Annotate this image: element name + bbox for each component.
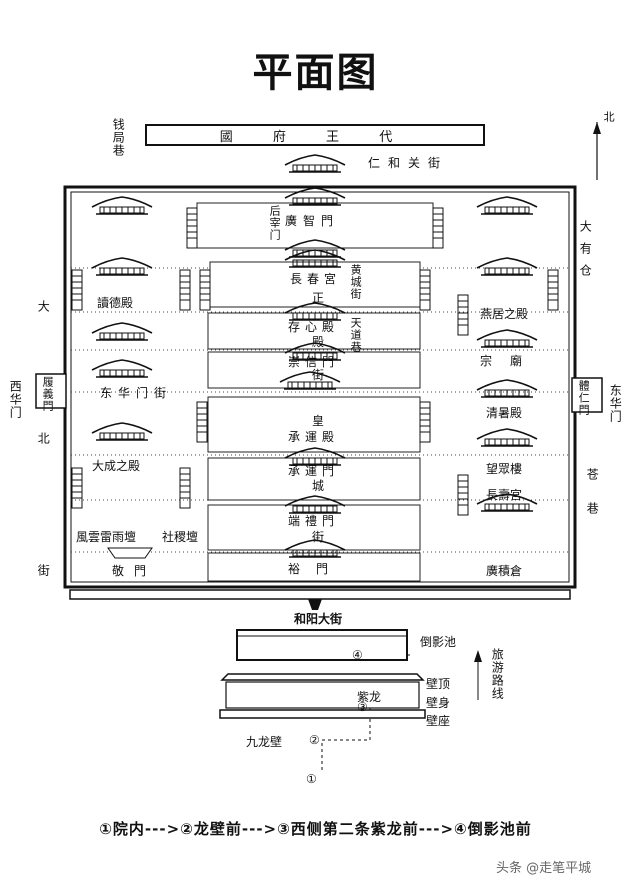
north-label: 北 <box>602 111 616 123</box>
label-xihuamen: 西华门 <box>8 380 23 419</box>
page-title: 平面图 <box>252 50 379 96</box>
label-bizuo: 壁座 <box>426 714 451 728</box>
reflection-pool <box>236 629 408 661</box>
label-cangxiang: 苍巷 <box>585 468 600 536</box>
hall-chengyundian: 承運殿 <box>288 430 340 444</box>
mark-cheng: 城 <box>312 479 325 493</box>
hall-wangzhonglou: 望眾樓 <box>486 462 523 476</box>
hall-chongxinmen: 崇信門 <box>288 355 340 369</box>
route-legend: ①院内--->②龙壁前--->③西侧第二条紫龙前--->④倒影池前 <box>99 820 532 838</box>
label-heyangdajie: 和阳大街 <box>294 612 343 626</box>
route-arrow-icon <box>474 650 482 700</box>
hall-zongmiao: 宗廟 <box>480 354 541 368</box>
label-tiandaoxiang: 天道巷 <box>349 317 363 353</box>
hall-yanjuzhidian: 燕居之殿 <box>480 307 529 321</box>
hall-dachengzhidian: 大成之殿 <box>92 459 141 473</box>
route-marker-4: ④ <box>352 648 363 662</box>
label-zilong: 紫龙 <box>357 690 382 704</box>
hall-qingshudian: 清暑殿 <box>486 406 523 420</box>
gate-east: 體仁門 <box>577 380 591 416</box>
banner-dai-wang-fu: 國 府 王 代 <box>145 124 485 146</box>
route-marker-3: ③ <box>357 700 368 714</box>
label-lvyouluxian: 旅游路线 <box>490 648 505 700</box>
mark-huang: 皇 <box>312 414 325 428</box>
mark-dian: 殿 <box>312 335 325 349</box>
label-biding: 壁顶 <box>426 677 451 691</box>
nine-dragon-wall <box>219 673 426 719</box>
route-marker-1: ① <box>306 772 317 786</box>
label-renheguanjie: 仁和关街 <box>368 156 449 170</box>
hall-guangzhimen: 廣智門 <box>285 214 340 228</box>
hall-shejitan: 社稷壇 <box>162 530 199 544</box>
hall-duanlimen: 端禮門 <box>288 514 340 528</box>
label-houzaimen: 后宰门 <box>268 205 282 241</box>
label-huangchengjie: 黄城街 <box>349 264 363 300</box>
watermark: 头条 @走笔平城 <box>496 861 592 876</box>
label-dayoucang: 大有仓 <box>578 220 593 286</box>
hall-fengyunleiyutan: 風雲雷雨壇 <box>76 530 137 544</box>
hall-changchungong: 長春宮 <box>290 272 342 286</box>
hall-jingmen: 敬門 <box>112 564 157 578</box>
label-daoyingchi: 倒影池 <box>420 635 457 649</box>
gate-west: 履義門 <box>41 376 55 412</box>
label-qianjuxiang: 钱局巷 <box>111 118 126 157</box>
label-donghuamenjie: 东华门街 <box>100 386 173 400</box>
hall-dudedian: 讀德殿 <box>97 296 134 310</box>
label-dabeijie: 大北街 <box>36 300 51 696</box>
route-marker-2: ② <box>309 733 320 747</box>
mark-jie2: 街 <box>312 530 325 544</box>
mark-zheng: 正 <box>312 291 325 305</box>
label-bishen: 壁身 <box>426 696 451 710</box>
hall-cunxindian: 存心殿 <box>288 320 340 334</box>
hall-changshougong: 長壽宮 <box>486 488 523 502</box>
north-arrow-icon <box>593 122 601 180</box>
hall-guangjicang: 廣積倉 <box>486 564 523 578</box>
label-donghuamen: 东华门 <box>608 384 623 423</box>
hall-yumen: 裕門 <box>288 562 345 576</box>
label-jiulongbi: 九龙壁 <box>246 735 283 749</box>
mark-jie: 街 <box>312 368 325 382</box>
hall-chengyunmen: 承運門 <box>288 464 340 478</box>
